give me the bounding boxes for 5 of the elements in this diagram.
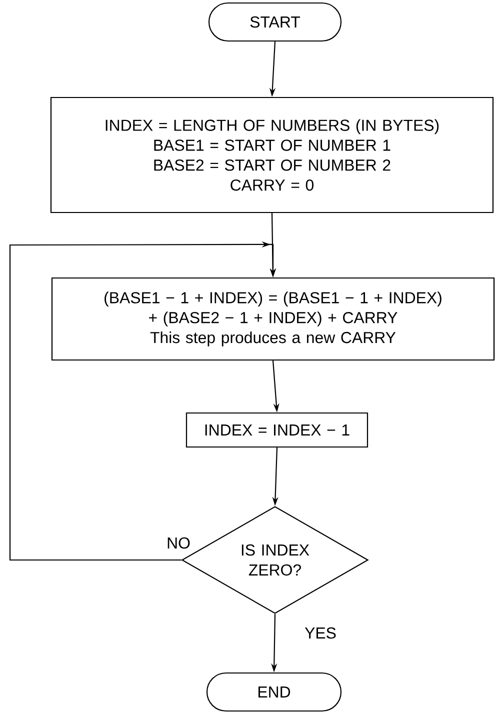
- process-box: (BASE1 − 1 + INDEX) = (BASE1 − 1 + INDEX) + (BASE2 − 1 + INDEX) + CARRY This step produces a new CARRY: [51, 277, 495, 361]
- edge-label: YES: [304, 626, 338, 640]
- loop-arrow: [9, 241, 276, 561]
- process-box: INDEX = INDEX − 1: [186, 412, 368, 448]
- process-box: INDEX = LENGTH OF NUMBERS (IN BYTES) BASE1 = START OF NUMBER 1 BASE2 = START OF NUMBER 2 CARRY = 0: [50, 96, 494, 214]
